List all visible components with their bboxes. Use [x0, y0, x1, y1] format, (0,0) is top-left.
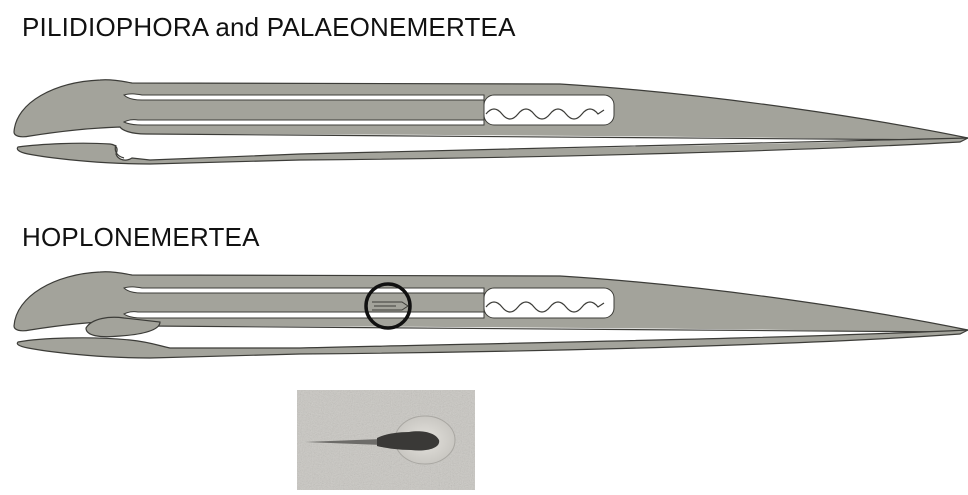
proboscis-diagram-pilidiophora-palaeonemertea — [0, 72, 968, 168]
proboscis-tip — [86, 317, 160, 336]
proboscis-diagram-hoplonemertea — [0, 266, 968, 376]
stylet-micrograph — [297, 390, 475, 490]
lower-body-wall — [17, 330, 968, 358]
group-label-pilidiophora-palaeonemertea: PILIDIOPHORA and PALAEONEMERTEA — [22, 12, 516, 43]
group-label-hoplonemertea: HOPLONEMERTEA — [22, 222, 260, 253]
lower-body-wall — [17, 138, 968, 164]
